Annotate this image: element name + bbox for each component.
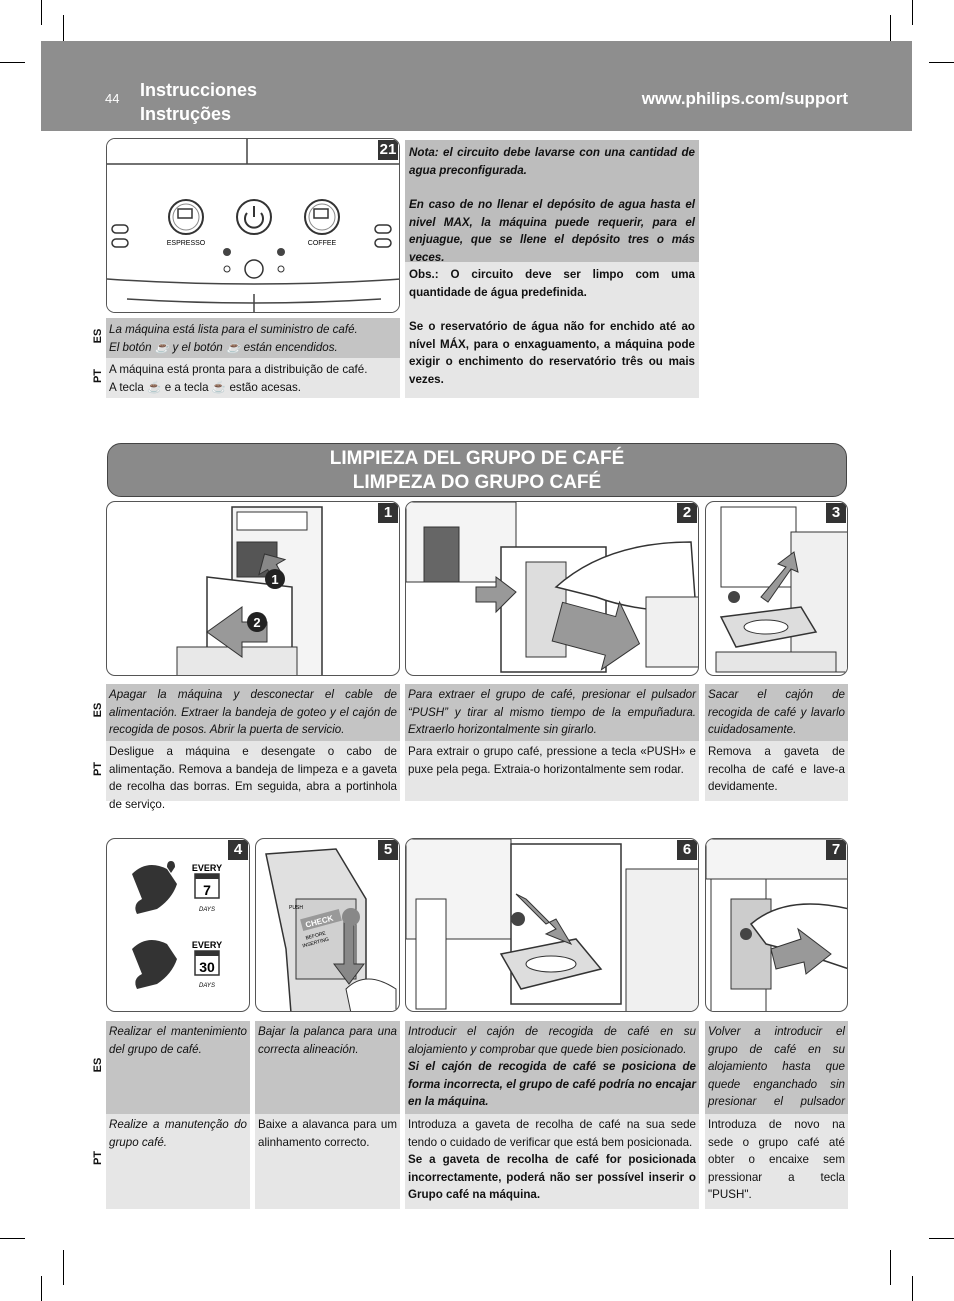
- push-label: PUSH: [289, 905, 303, 911]
- header-title-es: Instrucciones: [140, 80, 258, 100]
- step1-text-pt: Desligue a máquina e desengate o cabo de…: [106, 741, 400, 811]
- step-number-badge: 7: [826, 840, 846, 860]
- step-number-badge: 21: [378, 140, 398, 160]
- step-image-2: 2: [405, 501, 699, 676]
- step3-text-pt: Remova a gaveta de recolha de café e lav…: [705, 741, 848, 801]
- cup-icon: ☕: [225, 340, 241, 354]
- remove-brew-group-illustration: [406, 502, 698, 673]
- step4-text-es: Realizar el mantenimiento del grupo de c…: [106, 1021, 250, 1114]
- lower-lever-illustration: CHECK BEFORE INSERTING PUSH: [265, 848, 397, 1011]
- maintenance-schedule-illustration: EVERY 7 DAYS EVERY 30 DAYS: [132, 861, 222, 989]
- cup-icon: ☕: [154, 340, 170, 354]
- callout-1: 1: [271, 572, 278, 587]
- lang-label-pt: PT: [92, 761, 104, 777]
- every-label: EVERY: [192, 863, 222, 873]
- control-panel-icon: ESPRESSO COFFEE: [107, 139, 399, 312]
- step-image-5: CHECK BEFORE INSERTING PUSH 5: [255, 838, 400, 1012]
- step-image-1: 1 2 1: [106, 501, 400, 676]
- step-image-3: 3: [705, 501, 848, 676]
- days-30: 30: [199, 959, 215, 975]
- days-label: DAYS: [199, 983, 215, 989]
- step-image-6: 6: [405, 838, 699, 1012]
- crop-mark: [912, 1276, 913, 1301]
- days-7: 7: [203, 882, 211, 898]
- crop-mark: [890, 1250, 891, 1285]
- lang-label-es: ES: [92, 1057, 104, 1073]
- step4-text-pt: Realize a manutenção do grupo café.: [106, 1114, 250, 1209]
- reinsert-brew-group-illustration: [706, 839, 847, 1011]
- lang-label-pt: PT: [92, 368, 104, 384]
- step1-text-es: Apagar la máquina y desconectar el cable…: [106, 684, 400, 741]
- step3-text-es: Sacar el cajón de recogida de café y lav…: [705, 684, 848, 741]
- step-image-7: 7: [705, 838, 848, 1012]
- step-number-badge: 5: [378, 840, 398, 860]
- lang-label-es: ES: [92, 328, 104, 344]
- step2-text-es: Para extraer el grupo de café, presionar…: [405, 684, 699, 741]
- callout-2: 2: [253, 615, 260, 630]
- lang-label-es: ES: [92, 702, 104, 718]
- crop-mark: [0, 62, 25, 63]
- note-pt: Obs.: O circuito deve ser limpo com uma …: [405, 262, 699, 398]
- step-image-4: EVERY 7 DAYS EVERY 30 DAYS 4: [106, 838, 250, 1012]
- crop-mark: [63, 15, 64, 50]
- step5-text-es: Bajar la palanca para una correcta aline…: [255, 1021, 400, 1114]
- insert-coffee-drawer-illustration: [406, 839, 698, 1011]
- step2-text-pt: Para extrair o grupo café, pressione a t…: [405, 741, 699, 801]
- header-title-pt: Instruções: [140, 104, 232, 124]
- step-number-badge: 3: [826, 503, 846, 523]
- step7-text-pt: Introduza de novo na sede o grupo café a…: [705, 1114, 848, 1209]
- step-number-badge: 4: [228, 840, 248, 860]
- page-header: [41, 41, 912, 131]
- step-number-badge: 2: [677, 503, 697, 523]
- crop-mark: [912, 0, 913, 25]
- step-number-badge: 6: [677, 840, 697, 860]
- days-label: DAYS: [199, 907, 215, 913]
- note-es: Nota: el circuito debe lavarse con una c…: [405, 140, 699, 264]
- section-title: LIMPIEZA DEL GRUPO DE CAFÉ LIMPEZA DO GR…: [107, 443, 847, 497]
- crop-mark: [0, 1238, 25, 1239]
- crop-mark: [63, 1250, 64, 1285]
- every-label: EVERY: [192, 940, 222, 950]
- crop-mark: [41, 1276, 42, 1301]
- page-number: 44: [105, 91, 120, 106]
- step-number-badge: 1: [378, 503, 398, 523]
- step6-text-pt: Introduza a gaveta de recolha de café na…: [405, 1114, 699, 1209]
- control-panel-illustration: ESPRESSO COFFEE 21: [106, 138, 400, 313]
- open-service-door-illustration: 1 2: [176, 506, 323, 675]
- top-text-pt: A máquina está pronta para a distribuiçã…: [106, 358, 400, 398]
- step6-text-es: Introducir el cajón de recogida de café …: [405, 1021, 699, 1114]
- coffee-label: COFFEE: [308, 240, 337, 247]
- before-label: BEFORE: [305, 930, 327, 941]
- crop-mark: [41, 0, 42, 25]
- step7-text-es: Volver a introducir el grupo de café en …: [705, 1021, 848, 1126]
- remove-coffee-drawer-illustration: [715, 506, 847, 673]
- support-url: www.philips.com/support: [641, 89, 848, 108]
- espresso-label: ESPRESSO: [167, 240, 206, 247]
- cup-icon: ☕: [211, 380, 227, 394]
- top-text-es: La máquina está lista para el suministro…: [106, 318, 400, 358]
- crop-mark: [929, 1238, 954, 1239]
- header-title: Instrucciones Instruções: [140, 78, 257, 126]
- crop-mark: [890, 15, 891, 50]
- step5-text-pt: Baixe a alavanca para um alinhamento cor…: [255, 1114, 400, 1209]
- crop-mark: [929, 62, 954, 63]
- cup-icon: ☕: [147, 380, 162, 394]
- lang-label-pt: PT: [92, 1150, 104, 1166]
